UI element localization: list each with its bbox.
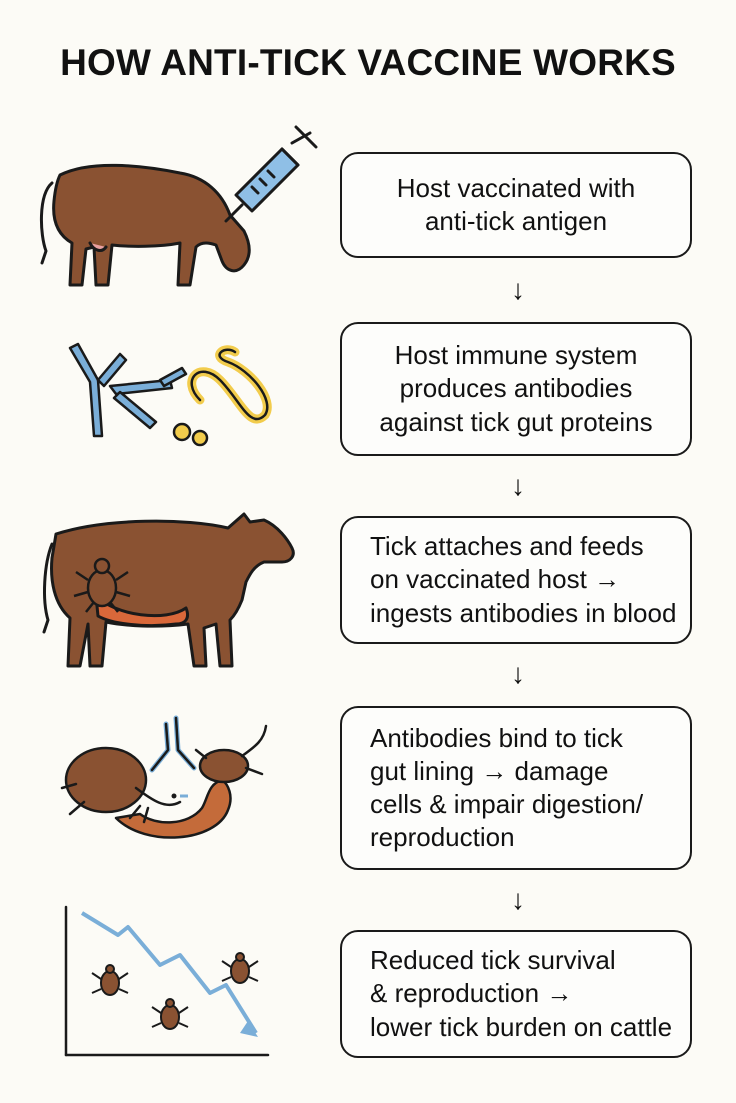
cow-syringe-icon bbox=[39, 125, 318, 287]
step-1-box: Host vaccinated with anti-tick antigen bbox=[340, 152, 692, 258]
step-4-text: Antibodies bind to tick gut lining → dam… bbox=[370, 722, 644, 853]
step-5-box: Reduced tick survival & reproduction → l… bbox=[340, 930, 692, 1058]
page-title: HOW ANTI-TICK VACCINE WORKS bbox=[60, 42, 676, 83]
declining-ticks-chart-icon bbox=[64, 905, 270, 1057]
step-2-box: Host immune system produces antibodies a… bbox=[340, 322, 692, 456]
step-arrow-3: ↓ bbox=[511, 658, 525, 689]
cow-tick-icon bbox=[42, 512, 295, 668]
step-4-box: Antibodies bind to tick gut lining → dam… bbox=[340, 706, 692, 870]
tick-gut-icon bbox=[60, 715, 268, 839]
antibodies-icon bbox=[68, 342, 272, 447]
step-1-text: Host vaccinated with anti-tick antigen bbox=[396, 172, 636, 236]
step-arrow-1: ↓ bbox=[511, 274, 525, 305]
step-3-box: Tick attaches and feeds on vaccinated ho… bbox=[340, 516, 692, 644]
step-arrow-2: ↓ bbox=[511, 470, 525, 501]
step-arrow-4: ↓ bbox=[511, 884, 525, 915]
step-5-text: Reduced tick survival & reproduction → l… bbox=[370, 945, 673, 1042]
step-2-text: Host immune system produces antibodies a… bbox=[379, 340, 653, 437]
step-3-text: Tick attaches and feeds on vaccinated ho… bbox=[370, 531, 677, 628]
